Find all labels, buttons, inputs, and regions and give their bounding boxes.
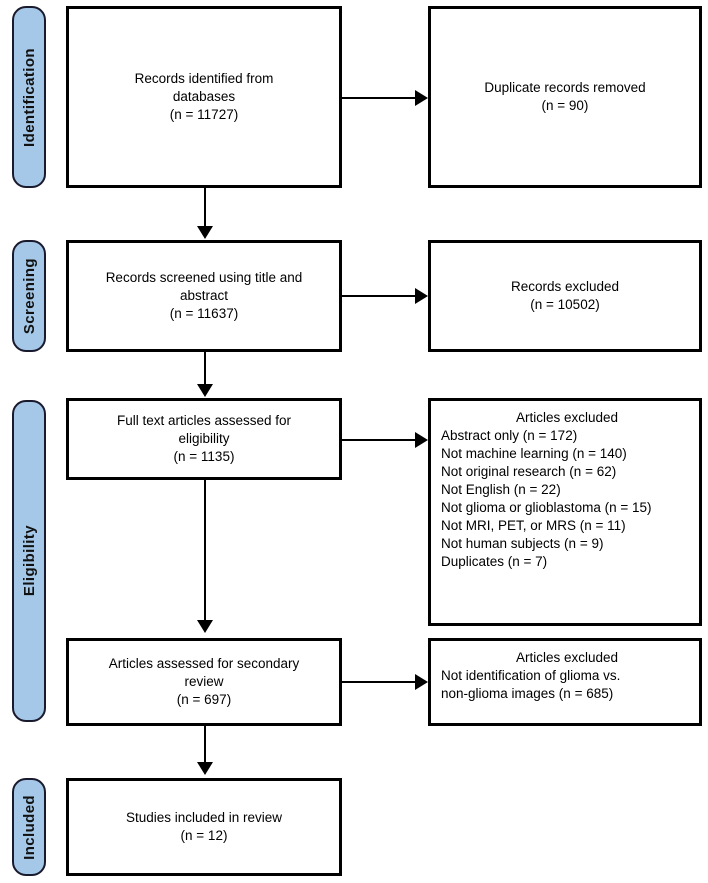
stage-pill-eligibility: Eligibility [12, 400, 46, 722]
connector-screened-to-fulltext [204, 352, 206, 386]
box-secondary-review: Articles assessed for secondary review (… [66, 638, 342, 726]
box-records-excluded: Records excluded (n = 10502) [428, 240, 702, 352]
box-full-text-assessed: Full text articles assessed for eligibil… [66, 398, 342, 480]
stage-label-screening: Screening [20, 257, 38, 335]
arrowhead-screened-to-excluded [415, 288, 428, 304]
box-duplicates-removed: Duplicate records removed (n = 90) [428, 6, 702, 188]
box-records-identified-text: Records identified from databases (n = 1… [134, 71, 274, 122]
box-articles-excluded-secondary-reasons: Not identification of glioma vs. non-gli… [441, 667, 621, 701]
arrowhead-secondary-to-excluded [415, 674, 428, 690]
connector-secondary-to-included [204, 726, 206, 764]
stage-label-eligibility: Eligibility [20, 525, 38, 597]
box-full-text-assessed-text: Full text articles assessed for eligibil… [116, 413, 292, 464]
box-studies-included: Studies included in review (n = 12) [66, 778, 342, 876]
connector-secondary-to-excluded [342, 681, 415, 683]
box-records-excluded-text: Records excluded (n = 10502) [510, 279, 620, 312]
box-articles-excluded-eligibility-heading: Articles excluded [515, 410, 619, 425]
box-records-screened: Records screened using title and abstrac… [66, 240, 342, 352]
box-duplicates-removed-text: Duplicate records removed (n = 90) [484, 80, 646, 113]
arrowhead-fulltext-to-secondary [197, 620, 213, 633]
box-articles-excluded-secondary: Articles excluded Not identification of … [428, 638, 702, 726]
box-articles-excluded-secondary-heading: Articles excluded [515, 650, 619, 665]
stage-pill-included: Included [12, 778, 46, 876]
box-articles-excluded-eligibility: Articles excluded Abstract only (n = 172… [428, 398, 702, 626]
arrowhead-identified-to-duplicates [415, 90, 428, 106]
stage-label-identification: Identification [20, 47, 38, 147]
connector-fulltext-to-secondary [204, 480, 206, 622]
box-records-screened-text: Records screened using title and abstrac… [105, 270, 303, 321]
box-secondary-review-text: Articles assessed for secondary review (… [108, 656, 300, 707]
stage-pill-identification: Identification [12, 6, 46, 188]
arrowhead-fulltext-to-excluded [415, 432, 428, 448]
box-records-identified: Records identified from databases (n = 1… [66, 6, 342, 188]
connector-identified-to-duplicates [342, 97, 415, 99]
arrowhead-secondary-to-included [197, 762, 213, 775]
arrowhead-identified-to-screened [197, 226, 213, 239]
arrowhead-screened-to-fulltext [197, 384, 213, 397]
stage-pill-screening: Screening [12, 240, 46, 352]
box-articles-excluded-eligibility-reasons: Abstract only (n = 172) Not machine lear… [441, 427, 652, 569]
box-studies-included-text: Studies included in review (n = 12) [125, 810, 283, 843]
connector-identified-to-screened [204, 188, 206, 228]
connector-fulltext-to-excluded [342, 439, 415, 441]
connector-screened-to-excluded [342, 295, 415, 297]
stage-label-included: Included [20, 794, 38, 860]
